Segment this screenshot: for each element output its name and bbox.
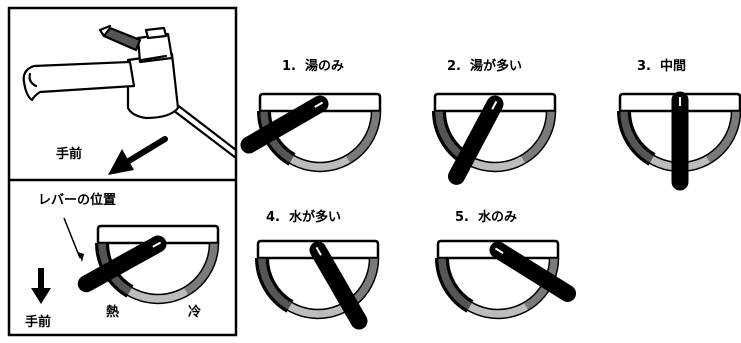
pointer-head-icon (78, 252, 84, 262)
position-3-number: 3. (637, 59, 651, 74)
position-4-number: 4. (266, 210, 280, 225)
pointer-line (63, 217, 81, 259)
position-1-number: 1. (282, 59, 296, 74)
panel-frame (7, 6, 238, 337)
position-3-label: 中間 (660, 59, 687, 74)
position-5-number: 5. (455, 210, 469, 225)
position-3-caption: 3. 中間 (637, 60, 686, 73)
position-5-label: 水のみ (478, 210, 518, 225)
position-2-number: 2. (447, 59, 461, 74)
lever-position-label: レバーの位置 (38, 193, 117, 208)
hot-label: 熱 (106, 305, 120, 320)
position-4-caption: 4. 水が多い (266, 211, 341, 224)
direction-arrow-icon (124, 136, 168, 165)
down-arrowhead-icon (31, 288, 51, 304)
position-5-caption: 5. 水のみ (455, 211, 517, 224)
position-1-caption: 1. 湯のみ (282, 60, 344, 73)
faucet-illustration (22, 24, 238, 160)
legend-direction-label: 手前 (25, 315, 52, 330)
faucet-direction-label: 手前 (56, 147, 83, 162)
position-2-caption: 2. 湯が多い (447, 60, 522, 73)
position-1-label: 湯のみ (305, 59, 345, 74)
cold-label: 冷 (188, 305, 202, 320)
arrowhead-icon (108, 149, 134, 175)
position-2-label: 湯が多い (470, 59, 523, 74)
position-4-label: 水が多い (289, 210, 342, 225)
